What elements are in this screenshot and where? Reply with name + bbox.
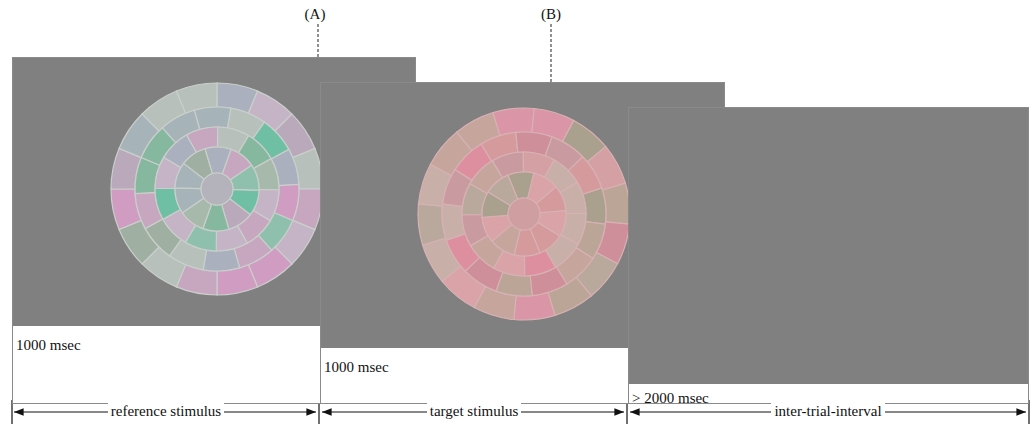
stimulus-disc	[111, 83, 323, 295]
stimulus-segment	[482, 215, 512, 241]
stimulus-segment	[493, 108, 534, 136]
duration-label: 1000 msec	[16, 337, 81, 354]
phase-label: target stimulus	[427, 403, 521, 420]
phase-label: inter-trial-interval	[771, 403, 884, 420]
stimulus-segment	[175, 188, 204, 213]
stimulus-segment	[194, 107, 230, 129]
callout-letter: (A)	[305, 6, 326, 23]
stimulus-segment	[528, 173, 556, 203]
screen-frame: > 2000 msec	[628, 107, 1029, 404]
stimulus-center	[508, 198, 540, 230]
callout-letter: (B)	[541, 6, 561, 23]
phase-label: reference stimulus	[108, 403, 224, 420]
stimulus-center	[201, 173, 233, 205]
stimulus-segment	[418, 204, 446, 245]
stimulus-segment	[230, 165, 259, 190]
stimulus-disc	[418, 108, 630, 320]
grey-screen	[629, 108, 1028, 384]
stimulus-segment	[203, 249, 239, 271]
duration-label: 1000 msec	[324, 359, 389, 376]
duration-label: > 2000 msec	[632, 390, 709, 407]
stimulus-segment	[514, 292, 555, 320]
